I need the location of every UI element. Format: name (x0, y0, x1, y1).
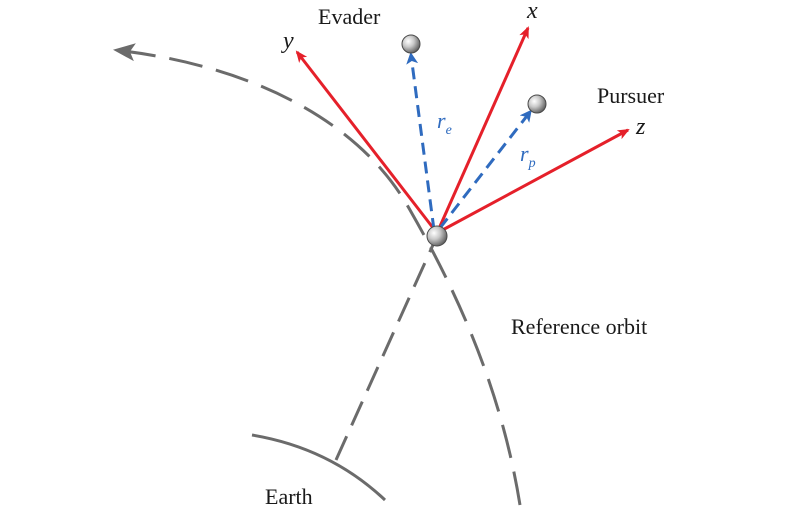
pursuer-label: Pursuer (597, 83, 665, 108)
evader-sphere (401, 34, 421, 54)
evader-label: Evader (318, 4, 381, 29)
earth-radius-line (334, 235, 439, 461)
origin-sphere (426, 225, 448, 247)
reference-orbit-label: Reference orbit (511, 314, 647, 339)
axis-x-arrow (435, 26, 530, 234)
axis-y-label: y (281, 28, 294, 54)
vector-r-p-arrow (438, 109, 532, 229)
earth-label: Earth (265, 484, 313, 509)
axis-x-label: x (526, 0, 538, 24)
vector-r-e-label: re (437, 108, 452, 138)
axis-z-arrow (436, 128, 630, 235)
reference-orbit-path (113, 43, 522, 506)
axis-y-arrow (295, 50, 439, 234)
earth-surface-arc (251, 433, 387, 502)
vector-r-p-label: rp (520, 141, 536, 171)
vector-r-e-arrow (406, 52, 436, 231)
pursuer-sphere (527, 94, 547, 114)
axis-z-label: z (635, 114, 646, 140)
